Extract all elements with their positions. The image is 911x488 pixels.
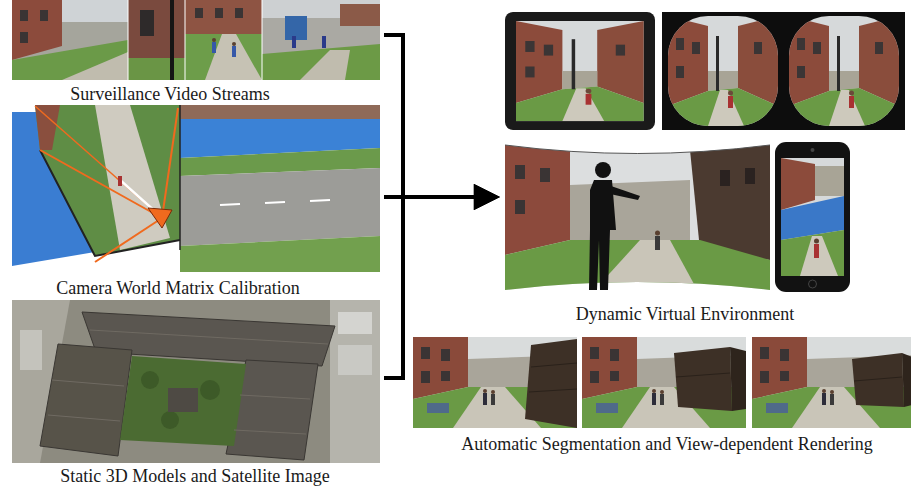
panel-caption: Surveillance Video Streams	[70, 84, 270, 104]
environment-panel: Dynamic Virtual Environment	[500, 6, 908, 324]
vr-view	[662, 12, 905, 130]
panel-caption: Dynamic Virtual Environment	[576, 304, 795, 324]
merge-arrow	[384, 197, 490, 378]
segmentation-frames	[413, 337, 911, 428]
video-panel: Surveillance Video Streams	[10, 0, 384, 104]
calibration-panel: Camera World Matrix Calibration	[10, 104, 384, 298]
user-silhouette	[589, 162, 640, 290]
curved-display	[495, 140, 770, 295]
satellite-model	[12, 300, 380, 463]
model-panel: Static 3D Models and Satellite Image	[10, 298, 384, 486]
connectors	[384, 35, 490, 378]
tablet-device	[505, 12, 655, 130]
calibration-view	[12, 105, 380, 272]
panel-caption: Automatic Segmentation and View-dependen…	[461, 434, 872, 454]
rendering-panel: Automatic Segmentation and View-dependen…	[410, 333, 908, 454]
video-frames	[12, 0, 380, 80]
phone-device	[775, 142, 850, 292]
panel-caption: Static 3D Models and Satellite Image	[60, 466, 329, 486]
panel-caption: Camera World Matrix Calibration	[56, 278, 300, 298]
merge-arrow	[384, 35, 490, 197]
